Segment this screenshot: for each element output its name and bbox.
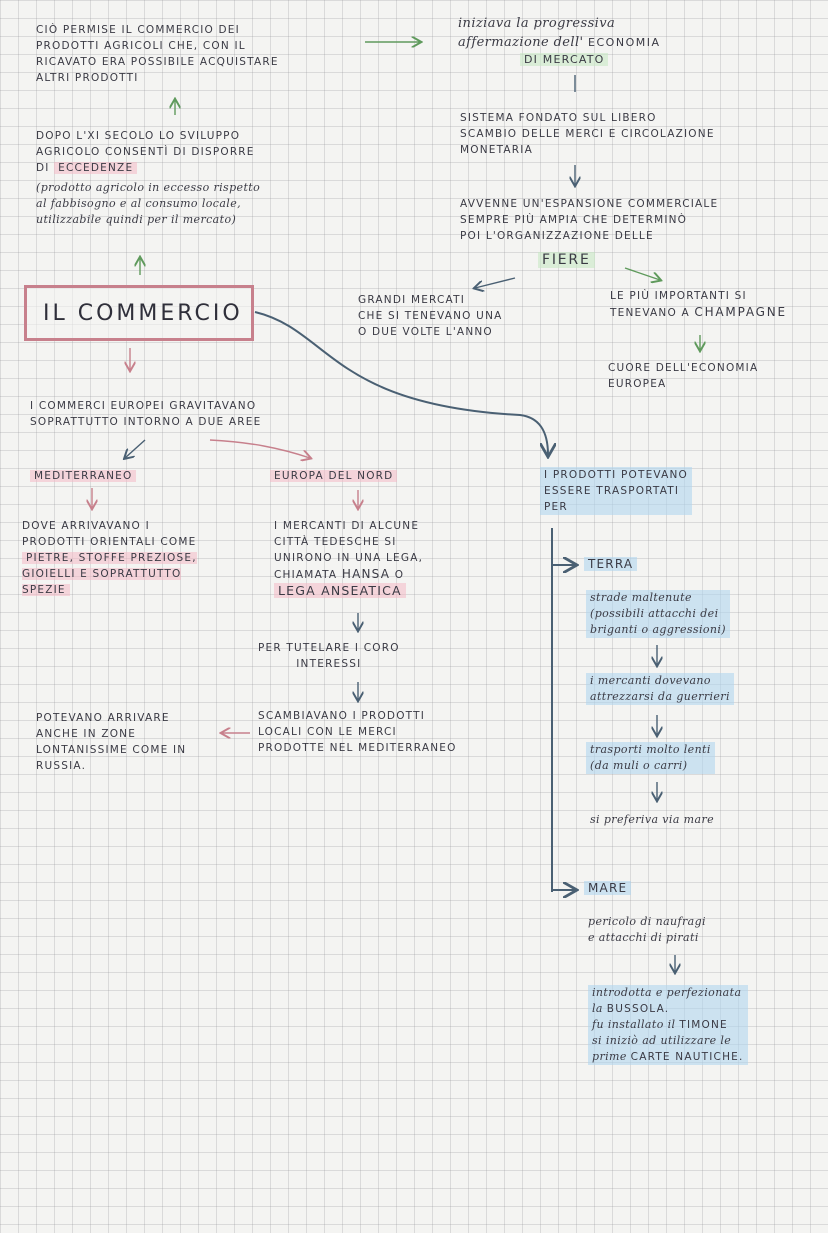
- note-due-aree: I COMMERCI EUROPEI GRAVITAVANO SOPRATTUT…: [30, 400, 262, 428]
- note-cuore-economia: CUORE DELL'ECONOMIA EUROPEA: [608, 362, 759, 390]
- highlight-trasporto: I PRODOTTI POTEVANO ESSERE TRASPORTATI P…: [540, 467, 693, 515]
- label-mare-wrap: MARE: [584, 880, 632, 896]
- label-mediterraneo: MEDITERRANEO: [30, 470, 137, 482]
- highlight-innovazioni: introdotta e perfezionata la BUSSOLA. fu …: [588, 985, 748, 1065]
- highlight-guerrieri: i mercanti dovevano attrezzarsi da guerr…: [586, 673, 734, 705]
- highlight-fiere-wrap: FIERE: [538, 252, 595, 268]
- note-tutelare-interessi: PER TUTELARE I CORO INTERESSI: [258, 642, 400, 670]
- highlight-fiere: FIERE: [538, 252, 595, 268]
- note-via-mare: si preferiva via mare: [590, 813, 715, 826]
- highlight-lenti: trasporti molto lenti (da muli o carri): [586, 742, 715, 774]
- note-mediterraneo: DOVE ARRIVAVANO I PRODOTTI ORIENTALI COM…: [22, 518, 197, 598]
- note-eccedenze-definition: (prodotto agricolo in eccesso rispetto a…: [36, 181, 261, 226]
- label-terra-wrap: TERRA: [584, 556, 638, 572]
- highlight-di-mercato: DI MERCATO: [520, 53, 609, 66]
- note-timone-text: fu installato il: [592, 1018, 676, 1031]
- note-strade: strade maltenute (possibili attacchi dei…: [586, 590, 730, 638]
- highlight-lega-anseatica: LEGA ANSEATICA: [274, 583, 406, 598]
- note-trasporto-head: I PRODOTTI POTEVANO ESSERE TRASPORTATI P…: [540, 467, 693, 515]
- note-carte-text: si iniziò ad utilizzare le prime: [592, 1034, 732, 1063]
- note-commercio-prodotti: CIÒ PERMISE IL COMMERCIO DEI PRODOTTI AG…: [36, 24, 279, 84]
- note-economia-text: iniziava la progressiva affermazione del…: [458, 16, 616, 50]
- note-russia: POTEVANO ARRIVARE ANCHE IN ZONE LONTANIS…: [36, 712, 187, 772]
- page-title: IL COMMERCIO: [43, 300, 243, 326]
- note-naufragi: pericolo di naufragi e attacchi di pirat…: [588, 915, 706, 944]
- note-hansa: I MERCANTI DI ALCUNE CITTÀ TEDESCHE SI U…: [274, 518, 423, 600]
- main-title-box: IL COMMERCIO: [24, 285, 254, 341]
- note-sviluppo-agricolo: DOPO L'XI SECOLO LO SVILUPPO AGRICOLO CO…: [36, 128, 255, 176]
- label-mare: MARE: [584, 881, 632, 895]
- note-sviluppo-text: DOPO L'XI SECOLO LO SVILUPPO AGRICOLO CO…: [36, 130, 255, 174]
- note-trasporti-lenti: trasporti molto lenti (da muli o carri): [586, 742, 715, 774]
- label-terra: TERRA: [584, 557, 638, 571]
- timone-word: TIMONE: [679, 1019, 728, 1031]
- note-innovazioni-nautiche: introdotta e perfezionata la BUSSOLA. fu …: [588, 985, 748, 1065]
- highlight-spezie: PIETRE, STOFFE PREZIOSE, GIOIELLI E SOPR…: [22, 552, 197, 596]
- hansa-or: o: [394, 569, 405, 581]
- note-sistema-libero-scambio: SISTEMA FONDATO SUL LIBERO SCAMBIO DELLE…: [460, 112, 715, 156]
- bussola-word: BUSSOLA.: [606, 1003, 670, 1015]
- note-espansione-commerciale: AVVENNE UN'ESPANSIONE COMMERCIALE SEMPRE…: [460, 198, 719, 242]
- highlight-eccedenze: ECCEDENZE: [54, 162, 138, 174]
- note-economia-mercato: iniziava la progressiva affermazione del…: [458, 14, 660, 52]
- highlight-strade: strade maltenute (possibili attacchi dei…: [586, 590, 730, 638]
- note-mediterraneo-text: DOVE ARRIVAVANO I PRODOTTI ORIENTALI COM…: [22, 520, 197, 548]
- note-bussola-text: introdotta e perfezionata la: [592, 986, 742, 1015]
- hansa-word: HANSA: [341, 567, 391, 581]
- label-mediterraneo-wrap: MEDITERRANEO: [30, 468, 137, 484]
- carte-nautiche-word: CARTE NAUTICHE.: [630, 1051, 744, 1063]
- note-champagne: LE PIÙ IMPORTANTI SI TENEVANO A CHAMPAGN…: [610, 288, 787, 321]
- note-champagne-text: LE PIÙ IMPORTANTI SI TENEVANO A: [610, 290, 747, 319]
- highlight-di-mercato-wrap: DI MERCATO: [520, 52, 609, 68]
- note-mercanti-guerrieri: i mercanti dovevano attrezzarsi da guerr…: [586, 673, 734, 705]
- note-grandi-mercati: GRANDI MERCATI CHE SI TENEVANO UNA O DUE…: [358, 294, 503, 338]
- note-hansa-text: I MERCANTI DI ALCUNE CITTÀ TEDESCHE SI U…: [274, 520, 424, 581]
- note-scambiavano-prodotti: SCAMBIAVANO I PRODOTTI LOCALI CON LE MER…: [258, 710, 457, 754]
- economia-word: ECONOMIA: [588, 36, 661, 49]
- label-europa-nord: EUROPA DEL NORD: [270, 470, 398, 482]
- champagne-word: CHAMPAGNE: [694, 305, 787, 319]
- label-europa-nord-wrap: EUROPA DEL NORD: [270, 468, 398, 484]
